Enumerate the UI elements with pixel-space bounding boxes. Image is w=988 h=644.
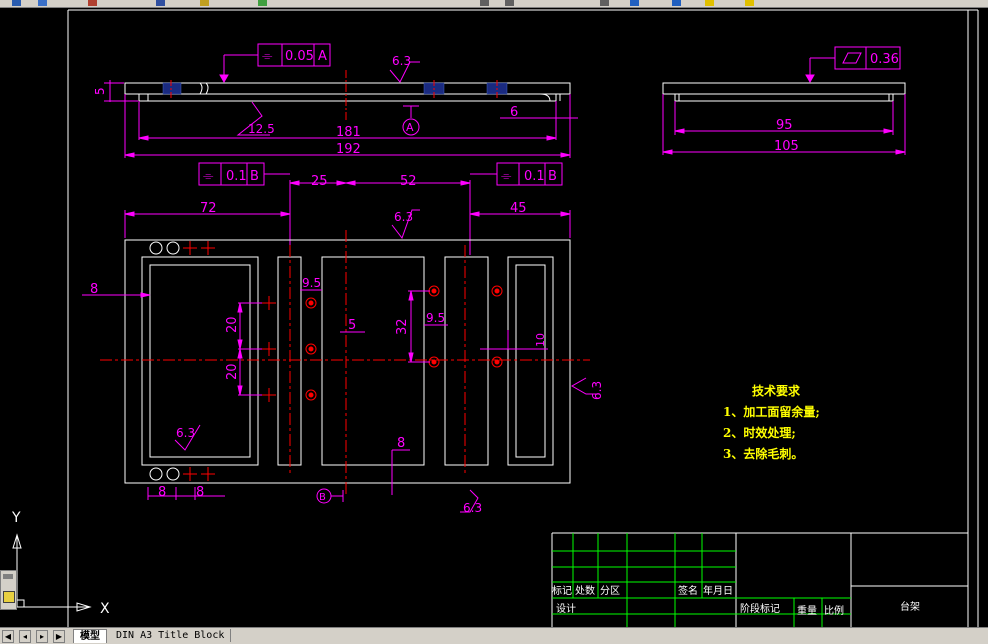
ucs-x-label: X [100,601,110,617]
dim-32: 32 [395,318,410,335]
dim-192: 192 [336,142,361,157]
last-tab-icon[interactable]: ▶ [53,630,65,643]
tech-note-3: 3、去除毛刺。 [723,446,803,461]
side-palette[interactable] [0,570,17,610]
toolbar-icon[interactable] [705,0,714,6]
roughness-right: 6.3 [590,381,604,400]
prev-tab-icon[interactable]: ◂ [19,630,31,643]
ucs-icon: Y X [11,510,110,617]
tb-count: 处数 [575,584,595,597]
frame-left-symbol: ⌯ [203,169,214,184]
toolbar-icon[interactable] [672,0,681,6]
dim-25: 25 [311,174,328,189]
drawing-border [67,9,979,627]
toolbar-icon[interactable] [480,0,489,6]
dim-9-5-b: 9.5 [426,311,445,325]
datum-b-label: B [319,492,326,503]
tb-mark: 标记 [552,585,572,597]
toolbar-icon[interactable] [745,0,754,6]
toolbar-icon[interactable] [200,0,209,6]
frame-left-value: 0.1 [226,169,247,184]
tb-date: 年月日 [703,584,733,597]
dim-181: 181 [336,125,361,140]
center-lines [100,230,590,495]
roughness-12-5: 12.5 [248,122,275,136]
frame-left-datum: B [250,169,259,184]
tab-model[interactable]: 模型 [73,629,107,643]
dim-5-front: 5 [348,318,356,333]
toolbar-icon[interactable] [505,0,514,6]
tech-notes: 技术要求 1、加工面留余量; 2、时效处理; 3、去除毛刺。 [723,383,820,461]
tb-zone: 分区 [600,585,620,597]
first-tab-icon[interactable]: ◀ [2,630,14,643]
dim-95: 95 [776,118,793,133]
dim-8-mid: 8 [397,436,405,451]
toolbar-icon[interactable] [38,0,47,6]
next-tab-icon[interactable]: ▸ [36,630,48,643]
frame-right-symbol: ⌯ [501,169,512,184]
drawing-canvas[interactable]: ⌯ 0.05 A 6.3 5 12.5 181 192 6 A [0,8,988,627]
roughness-bottom: 6.3 [463,501,482,515]
tech-note-1: 1、加工面留余量; [723,404,820,419]
tb-design: 设计 [556,602,576,615]
frame-right-datum: B [548,169,557,184]
tab-layout[interactable]: DIN A3 Title Block [110,629,232,642]
layout-tab-bar: ◀ ◂ ▸ ▶ 模型 DIN A3 Title Block [0,627,988,644]
side-tolerance-value: 0.36 [870,52,899,67]
side-view: 0.36 95 105 [662,46,906,155]
part-outline [124,239,571,484]
roughness-inner: 6.3 [176,426,195,440]
ucs-y-label: Y [11,510,21,526]
dim-45: 45 [510,201,527,216]
flatness-symbol: ⌯ [262,49,273,64]
dim-8-b2: 8 [196,485,204,500]
dim-10: 10 [534,333,547,347]
dim-72: 72 [200,201,217,216]
tb-stage-mark: 阶段标记 [740,602,780,615]
toolbar-icon[interactable] [600,0,609,6]
tech-notes-title: 技术要求 [752,383,801,398]
roughness-top: 6.3 [394,210,413,224]
dim-5: 5 [93,87,107,95]
front-view: ⌯ 0.1 B ⌯ 0.1 B 25 [82,162,604,515]
palette-icon[interactable] [3,591,15,603]
tb-weight: 重量 [797,604,817,617]
dim-105: 105 [774,139,799,154]
dim-20-b: 20 [225,363,240,380]
title-block: 标记 处数 分区 签名 年月日 设计 阶段标记 重量 比例 台架 [551,532,968,627]
datum-ref-a: A [318,49,327,64]
dim-8-left: 8 [90,282,98,297]
tb-sign: 签名 [678,584,698,597]
roughness-label: 6.3 [392,54,411,68]
dim-9-5-a: 9.5 [302,276,321,290]
dim-8-b1: 8 [158,485,166,500]
dim-20-a: 20 [225,316,240,333]
toolbar-icon[interactable] [156,0,165,6]
dim-52: 52 [400,174,417,189]
tb-scale: 比例 [824,604,844,617]
dim-6: 6 [510,105,518,120]
flatness-value: 0.05 [285,49,314,64]
datum-a-label: A [406,121,414,134]
toolbar-icon[interactable] [88,0,97,6]
toolbar-icon[interactable] [12,0,21,6]
toolbar-icon[interactable] [258,0,267,6]
frame-right-value: 0.1 [524,169,545,184]
toolbar-icon[interactable] [630,0,639,6]
hole-marks [183,241,503,481]
tb-part-name: 台架 [900,600,920,613]
tech-note-2: 2、时效处理; [723,425,796,440]
palette-icon[interactable] [3,574,13,579]
top-view: ⌯ 0.05 A 6.3 5 12.5 181 192 6 A [93,43,578,158]
toolbar-strip [0,0,988,8]
